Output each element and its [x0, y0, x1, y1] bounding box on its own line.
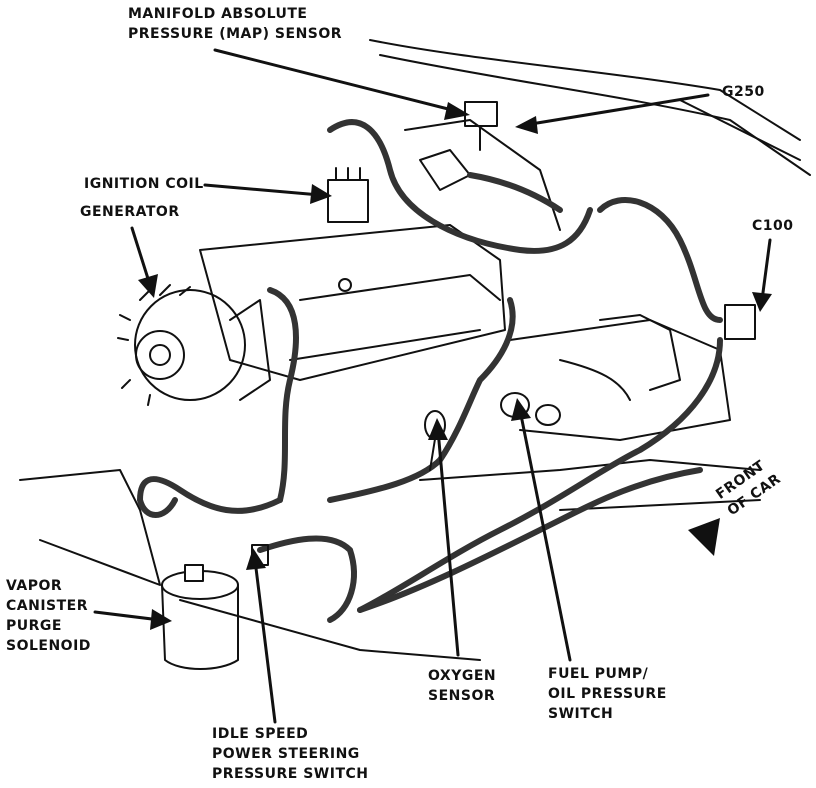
arrow-generator: [130, 226, 152, 287]
fender-line: [679, 99, 801, 161]
hood-edge: [379, 54, 811, 176]
label-generator: GENERATOR: [80, 204, 180, 220]
harness-right-loop: [597, 197, 723, 323]
arrow-ignition: [203, 183, 322, 197]
c100-connector: [724, 304, 756, 340]
arrowhead-generator: [138, 274, 158, 298]
arrow-map: [213, 48, 462, 114]
bellhousing: [599, 314, 681, 391]
label-map-sensor: MANIFOLD ABSOLUTE PRESSURE (MAP) SENSOR: [128, 6, 343, 42]
harness-lower: [257, 535, 357, 623]
engine-block: [199, 224, 506, 381]
arrowhead-g250: [515, 116, 538, 134]
oil-pressure-switch-2: [535, 404, 561, 426]
arrowhead-map: [444, 102, 470, 120]
oxygen-sensor-wire: [429, 438, 436, 471]
lower-frame: [559, 499, 761, 511]
map-sensor-body: [464, 101, 498, 127]
lower-body-line: [179, 599, 481, 661]
harness-center: [327, 297, 516, 503]
harness-right-down: [357, 337, 723, 613]
generator-fins: [117, 284, 191, 406]
ignition-coil-body: [327, 179, 369, 223]
label-vapor-canister: VAPOR CANISTER PURGE SOLENOID: [6, 578, 91, 654]
arrowhead-fuel: [511, 398, 531, 421]
intake-plenum: [404, 119, 561, 231]
oil-cap: [338, 278, 352, 292]
throttle-area: [419, 149, 471, 191]
harness-left-loop: [137, 476, 283, 518]
harness-front-run: [357, 467, 703, 613]
left-body-panel: [19, 469, 161, 586]
label-fuel-pump: FUEL PUMP/ OIL PRESSURE SWITCH: [548, 666, 667, 722]
harness-to-map: [467, 172, 563, 213]
arrow-g250: [523, 93, 710, 127]
front-of-car-arrow: [688, 518, 720, 556]
arrowhead-oxygen: [428, 418, 448, 440]
canister-body: [161, 584, 239, 670]
arrow-vapor: [93, 610, 162, 622]
transaxle-detail: [559, 359, 631, 401]
arrow-c100: [760, 238, 772, 302]
frame-rail: [419, 459, 761, 481]
label-oxygen-sensor: OXYGEN SENSOR: [428, 668, 497, 704]
generator-body: [134, 289, 246, 401]
label-ignition-coil: IGNITION COIL: [84, 176, 204, 192]
arrowhead-vapor: [150, 609, 172, 630]
transaxle: [509, 319, 731, 441]
ignition-coil-terminals: [335, 167, 361, 181]
label-idle-speed: IDLE SPEED POWER STEERING PRESSURE SWITC…: [212, 726, 369, 782]
arrow-idle: [253, 558, 277, 724]
arrowhead-ignition: [310, 184, 332, 204]
label-c100: C100: [752, 218, 794, 234]
hood-outline: [369, 39, 801, 141]
valve-cover-lower: [289, 329, 481, 361]
harness-generator: [267, 287, 299, 503]
label-g250: G250: [722, 84, 765, 100]
generator-hub: [149, 344, 171, 366]
arrowhead-c100: [752, 292, 772, 312]
generator-pulley: [135, 330, 185, 380]
arrow-oxygen: [436, 428, 460, 657]
harness-upper-loop: [327, 119, 593, 254]
arrowhead-idle: [246, 548, 266, 570]
generator-bracket: [229, 299, 271, 401]
canister-solenoid: [184, 564, 204, 582]
valve-cover: [299, 274, 501, 301]
arrow-fuel: [518, 408, 572, 662]
